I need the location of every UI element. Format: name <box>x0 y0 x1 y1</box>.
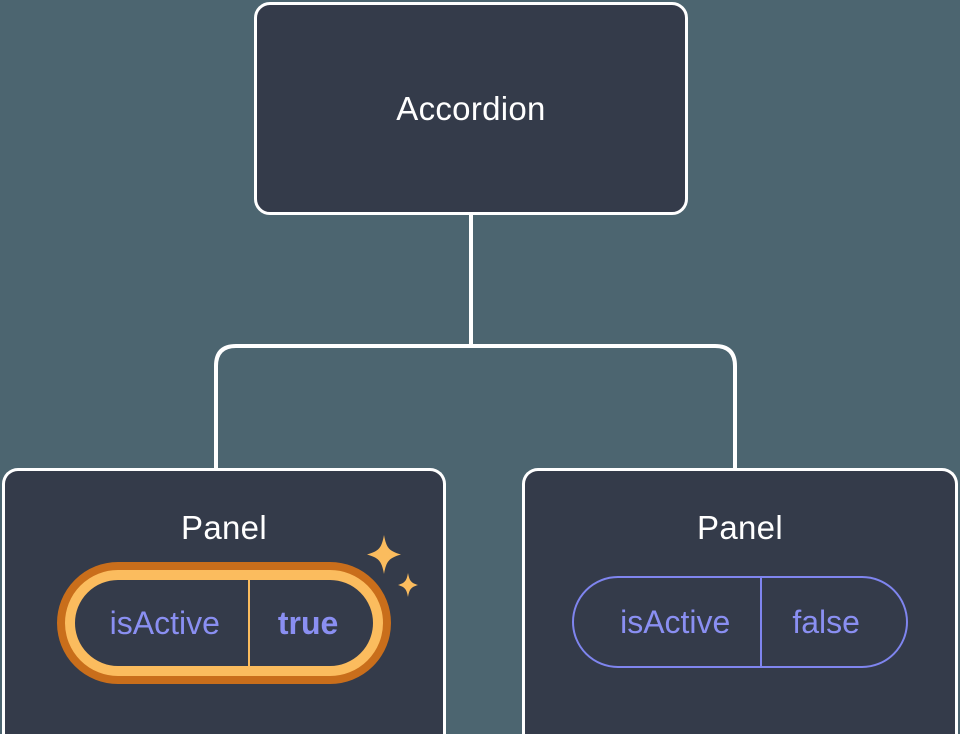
prop-key: isActive <box>620 603 731 640</box>
node-panel-inactive-title: Panel <box>697 509 783 546</box>
node-panel-active[interactable]: Panel isActive true <box>2 468 446 734</box>
node-accordion[interactable]: Accordion <box>254 2 688 215</box>
prop-divider <box>247 577 250 669</box>
prop-pill-isactive-true[interactable]: isActive true <box>56 535 419 684</box>
node-panel-inactive[interactable]: Panel isActive false <box>522 468 958 734</box>
node-accordion-title: Accordion <box>396 89 546 127</box>
prop-value: true <box>277 604 339 641</box>
prop-key: isActive <box>109 604 220 641</box>
prop-value: false <box>760 578 906 666</box>
prop-pill-isactive-false[interactable]: isActive false <box>572 576 908 668</box>
node-panel-active-title: Panel <box>181 509 267 546</box>
